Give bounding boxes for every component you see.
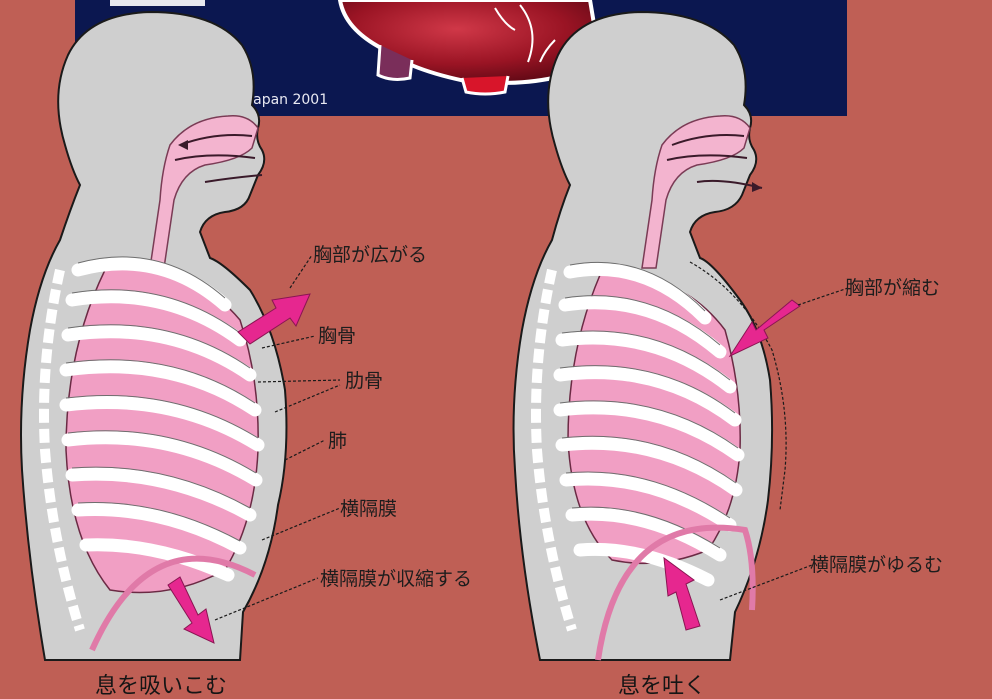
label-diaphragm-relaxes: 横隔膜がゆるむ (810, 554, 943, 576)
caption-exhale: 息を吐く (618, 674, 706, 699)
label-diaphragm: 横隔膜 (340, 498, 397, 520)
label-chest-expands: 胸部が広がる (313, 244, 427, 266)
label-ribs: 肋骨 (345, 370, 383, 392)
label-lung: 肺 (328, 430, 347, 452)
exhale-figure: 胸部が縮む 横隔膜がゆるむ 息を吐く (514, 12, 943, 699)
copyright-text: Japan 2001 (248, 92, 328, 108)
caption-inhale: 息を吸いこむ (95, 674, 227, 699)
label-diaphragm-contracts: 横隔膜が収縮する (320, 568, 472, 590)
label-sternum: 胸骨 (318, 325, 356, 347)
label-chest-contracts: 胸部が縮む (845, 277, 940, 299)
banner-logo-fragment (110, 0, 205, 6)
